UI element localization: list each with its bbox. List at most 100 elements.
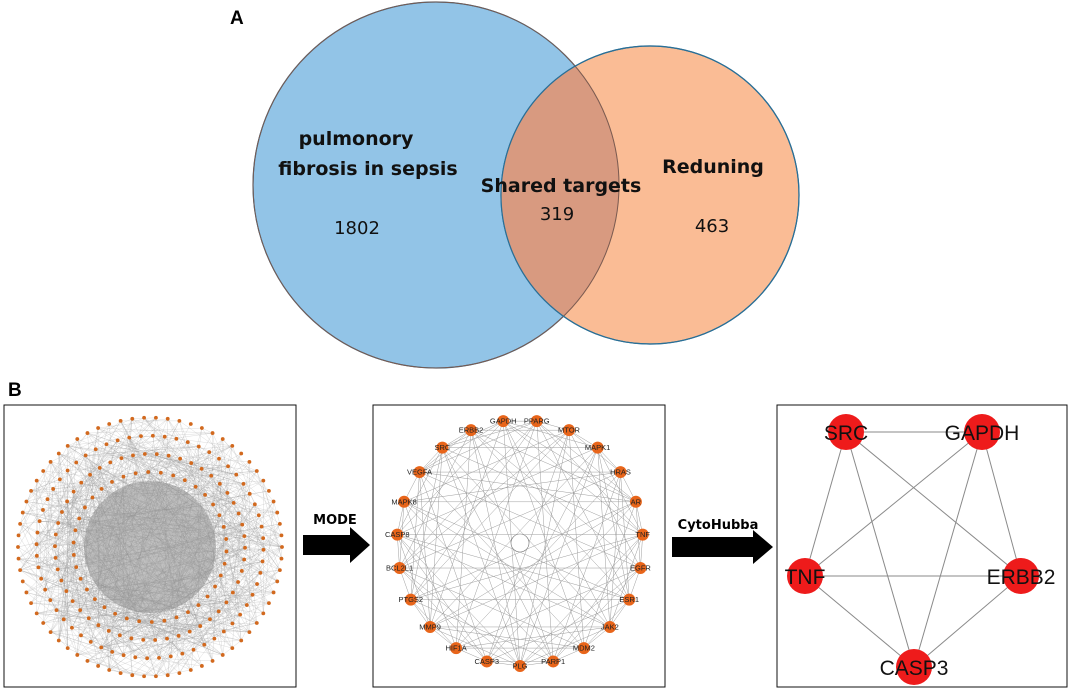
full-network-node [110, 479, 114, 484]
full-network-node [239, 451, 244, 456]
full-network-edge [195, 486, 282, 559]
full-network-edge [59, 479, 76, 531]
full-network-edge [212, 433, 229, 467]
full-network-node [34, 611, 39, 616]
full-network-node [205, 594, 210, 599]
full-network-node [210, 431, 215, 435]
full-network-node [29, 601, 33, 606]
module-network-edge [503, 420, 643, 535]
module-node-casp3 [480, 655, 493, 668]
full-network-node [142, 452, 147, 456]
full-network-edge [61, 462, 111, 513]
full-network-node [53, 544, 57, 549]
full-network-node [88, 472, 92, 477]
full-network-node [83, 505, 87, 510]
full-network-node [36, 565, 41, 570]
full-network-edge [88, 611, 219, 619]
full-network-edge [67, 648, 121, 674]
full-network-node [221, 629, 226, 634]
full-network-node [85, 587, 89, 592]
full-network-edge [193, 561, 263, 650]
hub-network-box [776, 404, 1068, 688]
full-network-node [213, 584, 217, 589]
full-network-node [207, 450, 212, 454]
module-network-edge [503, 421, 611, 628]
full-network-node [59, 578, 64, 583]
full-network-edge [178, 493, 250, 636]
full-network-node [254, 621, 259, 625]
full-network-node [71, 540, 76, 545]
full-network-edge [38, 462, 111, 568]
full-network-node [41, 508, 45, 512]
full-network-node [127, 435, 132, 440]
module-network-edge [397, 534, 630, 600]
module-network-edge [470, 429, 636, 503]
full-network-node [70, 625, 74, 630]
full-network-edge [132, 418, 234, 503]
full-network-edge [110, 462, 124, 477]
module-network-edge [430, 626, 521, 667]
full-network-edge [263, 538, 283, 548]
hub-network-edge [913, 431, 983, 668]
full-network-edge [76, 428, 99, 568]
full-network-node [178, 456, 183, 461]
full-network-node [218, 573, 223, 578]
full-network-node [74, 460, 79, 465]
full-network-node [224, 600, 229, 605]
full-network-node [124, 616, 129, 621]
full-network-node [162, 618, 167, 623]
full-network-node [85, 659, 90, 663]
full-network-edge [121, 455, 134, 459]
full-network-node [209, 473, 214, 478]
full-network-edge [18, 453, 157, 559]
full-network-node [261, 536, 266, 541]
full-network-edge [87, 427, 202, 434]
full-network-node [70, 599, 75, 603]
module-network-edge [419, 472, 431, 627]
full-network-node [188, 422, 193, 426]
full-network-edge [209, 493, 250, 620]
module-node-label: GAPDH [490, 417, 517, 426]
full-network-edge [80, 578, 124, 656]
full-network-edge [129, 432, 213, 438]
module-network-edge [470, 429, 641, 569]
full-network-node [174, 436, 179, 441]
full-network-edge [36, 607, 105, 614]
full-network-edge [31, 603, 105, 608]
full-network-edge [244, 536, 264, 550]
full-network-node [20, 510, 25, 515]
hub-node-src [828, 414, 864, 450]
full-network-edge [190, 605, 199, 671]
full-network-edge [38, 567, 51, 601]
full-network-edge [58, 640, 133, 676]
module-network-edge [410, 534, 643, 600]
full-network-edge [57, 566, 77, 570]
module-network-edge [397, 420, 504, 535]
hub-network-edge [804, 575, 915, 668]
full-network-node [118, 418, 123, 423]
module-network-edge [410, 599, 554, 662]
hub-network-edge [845, 431, 1022, 577]
full-network-node [210, 659, 215, 663]
full-network-edge [61, 511, 76, 531]
full-network-node [230, 621, 235, 626]
full-network-node [259, 524, 264, 529]
module-node-jak2 [603, 620, 616, 633]
module-node-label: VEGFA [407, 468, 432, 477]
full-network-node [225, 491, 230, 495]
full-network-edge [220, 575, 224, 632]
full-network-node [99, 645, 104, 650]
full-network-edge [50, 600, 99, 667]
full-network-node [119, 456, 124, 461]
full-network-node [238, 612, 243, 617]
full-network-node [240, 522, 245, 527]
full-network-edge [143, 417, 185, 481]
module-network-edge [536, 420, 643, 535]
hub-node-label: ERBB2 [987, 566, 1056, 589]
full-network-node [279, 533, 284, 538]
full-network-node [79, 480, 84, 485]
full-network-edge [80, 610, 148, 659]
module-node-label: CASP3 [475, 657, 500, 666]
module-node-mdm2 [577, 642, 590, 655]
full-network-node [239, 569, 244, 573]
